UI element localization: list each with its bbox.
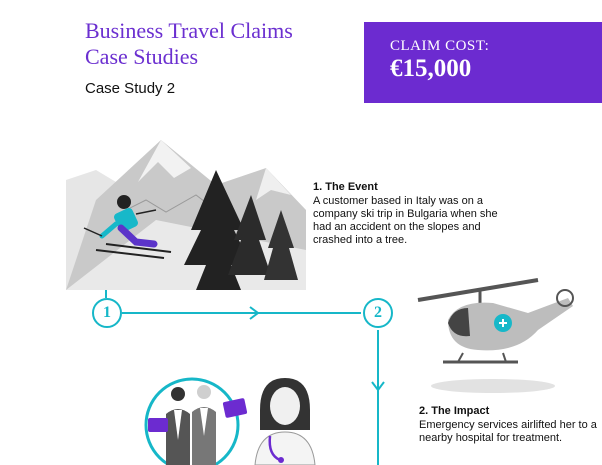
hospital-scene-illustration <box>140 370 340 465</box>
claim-cost-value: €15,000 <box>390 55 472 82</box>
claim-cost-box: CLAIM COST: €15,000 <box>364 22 602 103</box>
page-title: Business Travel Claims Case Studies <box>85 18 293 70</box>
claim-cost-label: CLAIM COST: <box>390 38 490 54</box>
skier-icon <box>83 195 172 259</box>
step-1-number-circle: 1 <box>92 298 122 328</box>
ski-scene-illustration <box>66 140 306 290</box>
step-2-description: Emergency services airlifted her to a ne… <box>419 419 597 444</box>
step-2-title: 2. The Impact <box>419 405 490 417</box>
step-2-number-circle: 2 <box>363 298 393 328</box>
helicopter-illustration <box>408 258 588 398</box>
doctor-icon <box>254 378 316 465</box>
step-1-title: 1. The Event <box>313 181 378 193</box>
business-people-icon <box>144 377 248 465</box>
step-1-description: A customer based in Italy was on a compa… <box>313 195 498 246</box>
title-line-1: Business Travel Claims <box>85 18 293 43</box>
pine-tree-icon <box>184 170 298 290</box>
case-study-label: Case Study 2 <box>85 80 176 97</box>
title-line-2: Case Studies <box>85 44 199 69</box>
helicopter-icon <box>417 278 574 393</box>
